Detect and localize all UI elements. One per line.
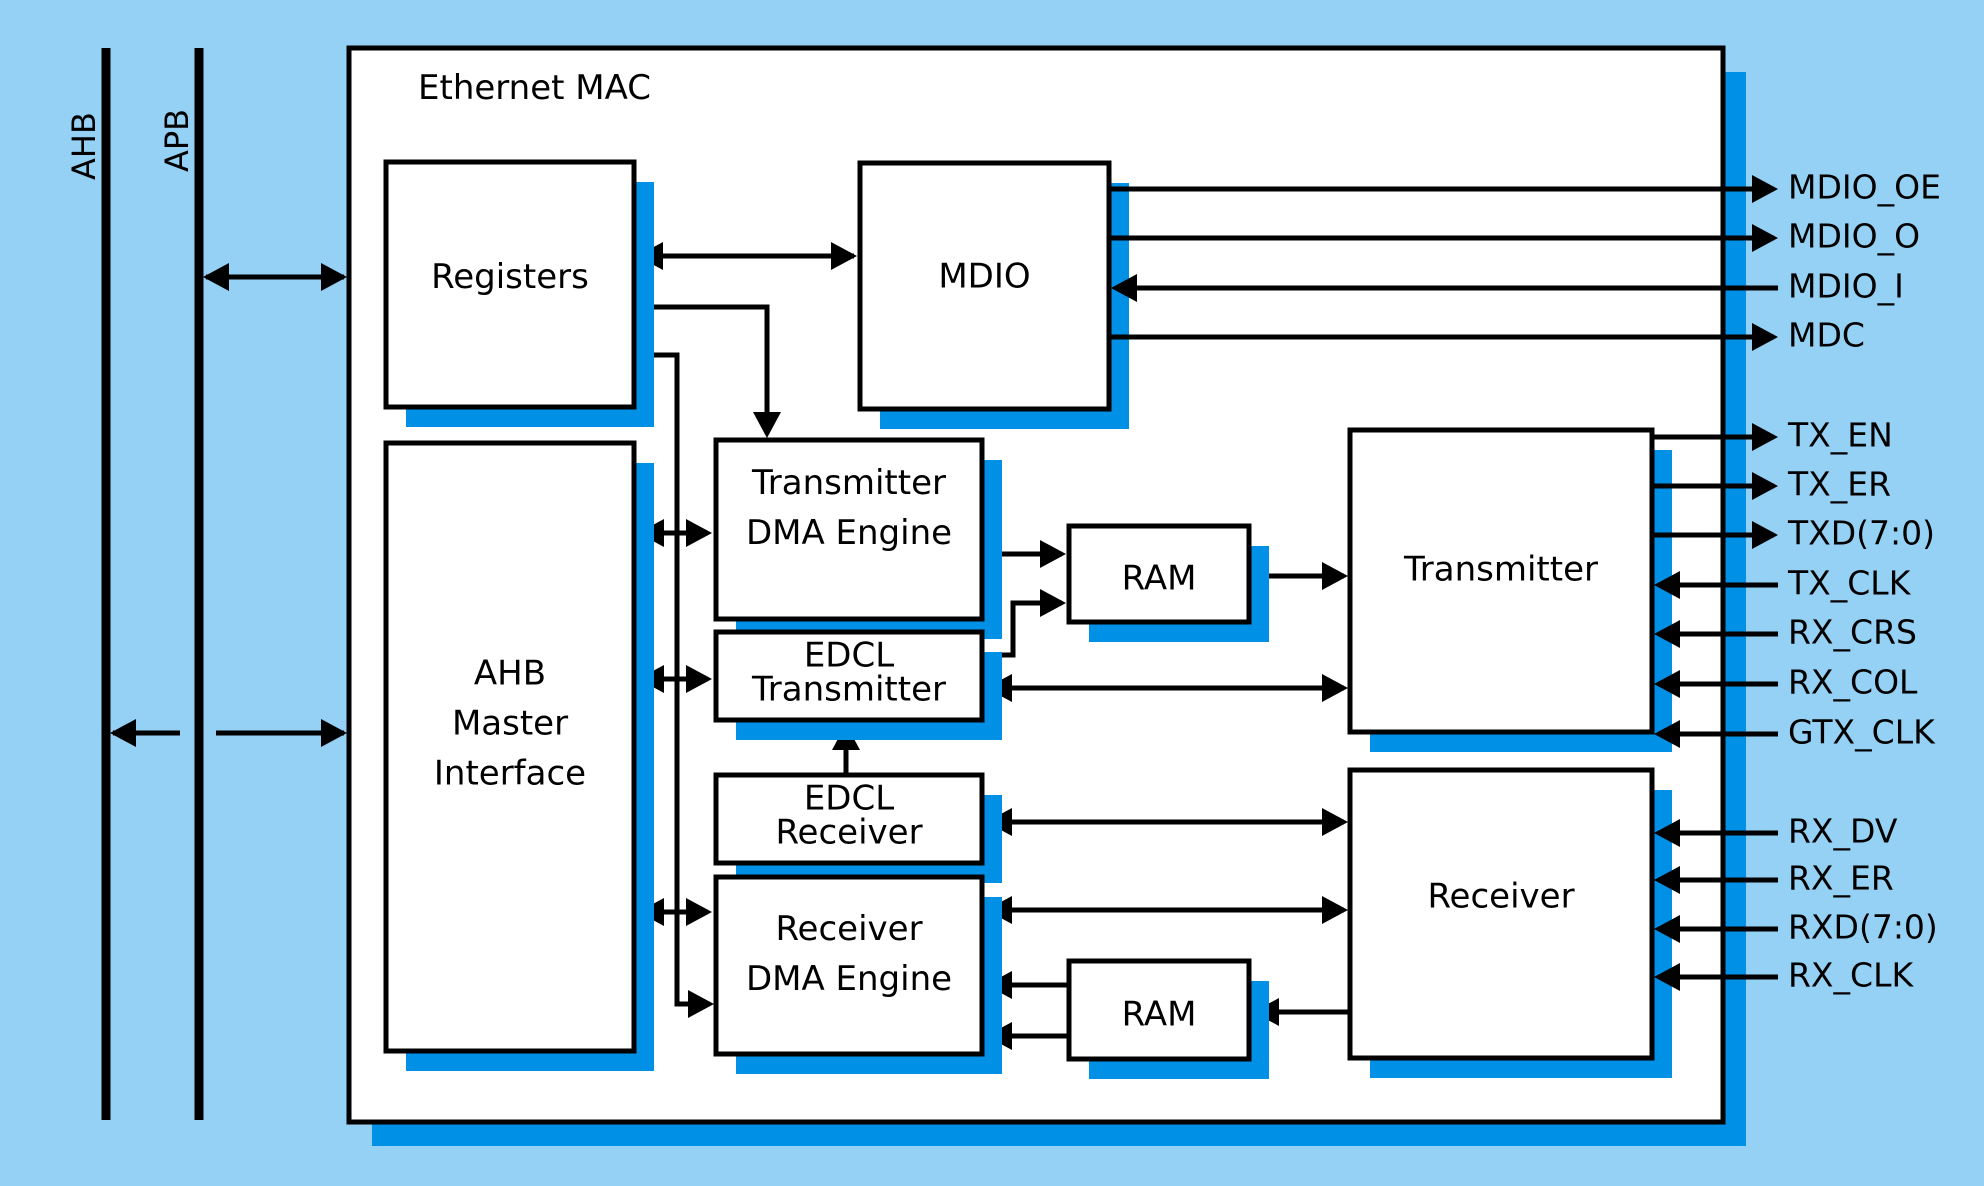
registers-block	[383, 159, 637, 410]
signal-arrow-out	[1752, 323, 1778, 351]
arrowhead	[688, 990, 714, 1018]
transmitter-block	[1347, 427, 1655, 735]
signal-arrow-out	[1752, 521, 1778, 549]
ahb-master-block	[383, 440, 637, 1054]
arrowhead	[1040, 589, 1066, 617]
signals: MDIO_OE MDIO_O MDIO_I MDC TX_EN TX_ER TXD(7:0)…	[1109, 168, 1941, 995]
arrowhead	[1040, 540, 1066, 568]
signal-label: TX_ER	[1787, 465, 1891, 504]
receiver-block	[1347, 767, 1655, 1061]
arrowhead	[686, 519, 712, 547]
signal-label: RX_ER	[1788, 859, 1894, 898]
signal-label: TX_CLK	[1787, 564, 1912, 603]
signal-arrow-in	[1654, 571, 1680, 599]
arrowhead	[686, 898, 712, 926]
edcl-tx-block-label: EDCL	[804, 636, 894, 676]
signal-label: MDIO_OE	[1788, 168, 1941, 207]
rx-dma-block	[713, 874, 985, 1057]
signal-label: RX_DV	[1788, 812, 1898, 851]
rx-dma-block-label: Receiver	[775, 909, 922, 949]
signal-arrow-in	[1654, 720, 1680, 748]
apb-label: APB	[158, 109, 196, 172]
signal-label: GTX_CLK	[1788, 713, 1936, 752]
signal-arrow-in	[1654, 819, 1680, 847]
arrowhead	[831, 242, 857, 270]
edcl-tx-block-label: Transmitter	[751, 670, 946, 710]
signal-arrow-in	[1111, 274, 1137, 302]
ram-tx-block-label: RAM	[1122, 559, 1197, 599]
ram-rx-block	[1066, 958, 1252, 1062]
signal-label: TXD(7:0)	[1787, 514, 1935, 553]
arrowhead-left	[110, 719, 136, 747]
signal-label: MDC	[1788, 316, 1865, 355]
signal-label: RX_CLK	[1788, 956, 1914, 995]
arrowhead-right	[321, 263, 347, 291]
mdio-block-label: MDIO	[938, 257, 1030, 297]
signal-label: RX_COL	[1788, 663, 1918, 702]
signal-arrow-in	[1654, 915, 1680, 943]
tx-dma-block	[713, 437, 985, 622]
edcl-rx-block-label: EDCL	[804, 779, 894, 819]
ahb-master-block-label: AHB	[474, 654, 546, 694]
arrowhead-left	[203, 263, 229, 291]
ram-tx-block	[1066, 523, 1252, 625]
mac-title: Ethernet MAC	[418, 68, 651, 108]
ram-rx-block-label: RAM	[1122, 995, 1197, 1035]
arrowhead	[1322, 674, 1348, 702]
signal-label: MDIO_I	[1788, 267, 1904, 306]
arrowhead	[686, 665, 712, 693]
arrowhead	[753, 412, 781, 438]
wires	[110, 242, 1350, 1050]
signal-arrow-in	[1654, 963, 1680, 991]
mdio-block	[857, 160, 1112, 412]
arrowhead	[1322, 808, 1348, 836]
registers-block-label: Registers	[431, 257, 589, 297]
edcl-rx-block	[713, 772, 985, 866]
signal-label: RX_CRS	[1788, 613, 1917, 652]
signal-label: MDIO_O	[1788, 217, 1920, 256]
edcl-rx-block-label: Receiver	[775, 813, 922, 853]
rx-dma-block-label: DMA Engine	[746, 959, 952, 999]
signal-arrow-in	[1654, 670, 1680, 698]
signal-arrow-out	[1752, 423, 1778, 451]
ahb-master-block-label: Master	[452, 704, 568, 744]
reg-txdma-wire	[636, 304, 770, 434]
tx-dma-block-label: DMA Engine	[746, 513, 952, 553]
arrowhead	[1322, 562, 1348, 590]
receiver-block-label: Receiver	[1427, 877, 1574, 917]
signal-arrow-in	[1654, 866, 1680, 894]
signal-arrow-out	[1752, 175, 1778, 203]
signal-arrow-in	[1654, 620, 1680, 648]
ahb-master-block-label: Interface	[434, 754, 586, 794]
edcl-tx-block	[713, 629, 985, 723]
transmitter-block-label: Transmitter	[1403, 550, 1598, 590]
signal-arrow-out	[1752, 224, 1778, 252]
signal-label: TX_EN	[1787, 416, 1893, 455]
tx-dma-block-label: Transmitter	[751, 463, 946, 503]
signal-arrow-out	[1752, 472, 1778, 500]
arrowhead-right	[321, 719, 347, 747]
ahb-label: AHB	[65, 112, 103, 180]
arrowhead	[1322, 896, 1348, 924]
signal-label: RXD(7:0)	[1788, 908, 1938, 947]
